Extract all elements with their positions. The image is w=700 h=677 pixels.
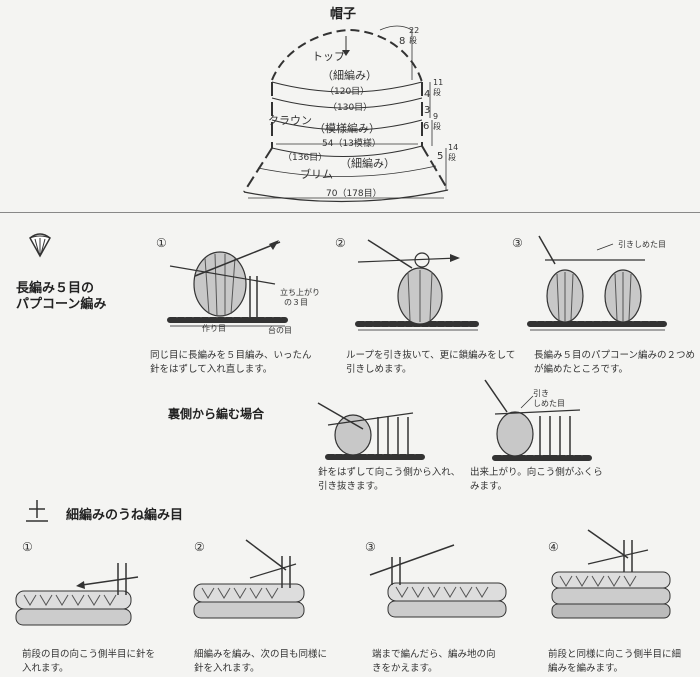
hat-crown-stitch: （模様編み） xyxy=(314,122,380,135)
popcorn-caption-2: ループを引き抜いて、更に鎖編みをして引きしめます。 xyxy=(346,350,516,375)
popcorn-caption-1: 同じ目に長編みを５目編み、いったん針をはずして入れ直します。 xyxy=(150,350,312,375)
popcorn-label-rise: 立ち上がり xyxy=(280,288,320,297)
hat-row-6: 6 xyxy=(423,121,430,132)
hat-bottom-width: 70（178目） xyxy=(326,189,382,199)
une-step2-illustration xyxy=(193,539,305,619)
une-caption-1: 前段の目の向こう側半目に針を入れます。 xyxy=(22,649,156,674)
hat-brim-count: （136目） xyxy=(283,153,328,163)
reverse-title: 裏側から編む場合 xyxy=(168,407,265,421)
popcorn-step1-illustration xyxy=(167,240,288,327)
reverse-caption-1: 針をはずして向こう側から入れ、引き抜きます。 xyxy=(318,467,461,492)
une-caption-4: 前段と同様に向こう側半目に細編みを編みます。 xyxy=(548,649,682,674)
popcorn-caption-3: 長編み５目のパプコーン編みの２つめが編めたところです。 xyxy=(534,350,696,375)
hat-brim-stitch: （細編み） xyxy=(340,157,395,170)
hat-diagram xyxy=(243,25,449,203)
hat-top-count: （120目） xyxy=(325,87,370,97)
une-step3-illustration xyxy=(369,544,507,618)
hat-row-4-dan: 11段 xyxy=(433,78,444,97)
hat-brim: ブリム xyxy=(300,168,333,181)
popcorn-step-3: ③ xyxy=(512,236,523,250)
reverse-label-tighten-1: 引き xyxy=(533,389,549,398)
popcorn-label-base: 作り目 xyxy=(202,324,226,333)
une-title: 細編みのうね編み目 xyxy=(66,508,184,523)
reverse-caption-2: 出来上がり。向こう側がふくらみます。 xyxy=(470,467,603,492)
hat-row-5-dan: 14段 xyxy=(448,143,459,162)
popcorn-symbol-icon xyxy=(29,233,51,258)
popcorn-step-1: ① xyxy=(156,236,167,250)
hat-top-stitch: （細編み） xyxy=(322,69,377,82)
hat-title: 帽子 xyxy=(330,7,357,22)
hat-row-8-dan: 22段 xyxy=(409,26,420,45)
une-step-3: ③ xyxy=(365,540,376,554)
hat-crown-width: 54（13模様） xyxy=(322,139,381,149)
hat-row-8: 8 xyxy=(399,36,406,47)
popcorn-label-dai: 台の目 xyxy=(268,326,292,335)
une-step-4: ④ xyxy=(548,540,559,554)
une-caption-2: 細編みを編み、次の目も同様に針を入れます。 xyxy=(194,649,328,674)
hat-crown-count: （130目） xyxy=(328,103,373,113)
popcorn-label-rise2: の３目 xyxy=(284,298,308,307)
hat-row-5: 5 xyxy=(437,151,444,162)
popcorn-title-1: 長編み５目の xyxy=(16,281,95,296)
popcorn-label-tighten: 引きしめた目 xyxy=(618,240,666,249)
une-caption-3: 端まで編んだら、編み地の向きをかえます。 xyxy=(372,649,496,674)
popcorn-step-2: ② xyxy=(335,236,346,250)
reverse-step1-illustration xyxy=(317,402,426,460)
reverse-label-tighten-2: しめた目 xyxy=(533,399,565,408)
popcorn-step2-illustration xyxy=(355,239,481,331)
une-step-1: ① xyxy=(22,540,33,554)
hat-row-4: 4 xyxy=(424,89,431,100)
hat-row-6-dan: 9段 xyxy=(433,112,441,131)
section-divider xyxy=(0,212,700,213)
hat-crown: クラウン xyxy=(268,114,312,127)
hat-top-label: トップ xyxy=(312,50,345,63)
une-step-2: ② xyxy=(194,540,205,554)
une-step1-illustration xyxy=(15,563,139,626)
hat-row-3: 3 xyxy=(424,105,431,116)
popcorn-title-2: パプコーン編み xyxy=(16,297,107,312)
une-stitch-symbol-icon xyxy=(26,500,48,522)
popcorn-step3-illustration xyxy=(527,235,668,331)
une-step4-illustration xyxy=(551,529,671,619)
reverse-step2-illustration xyxy=(484,379,593,461)
